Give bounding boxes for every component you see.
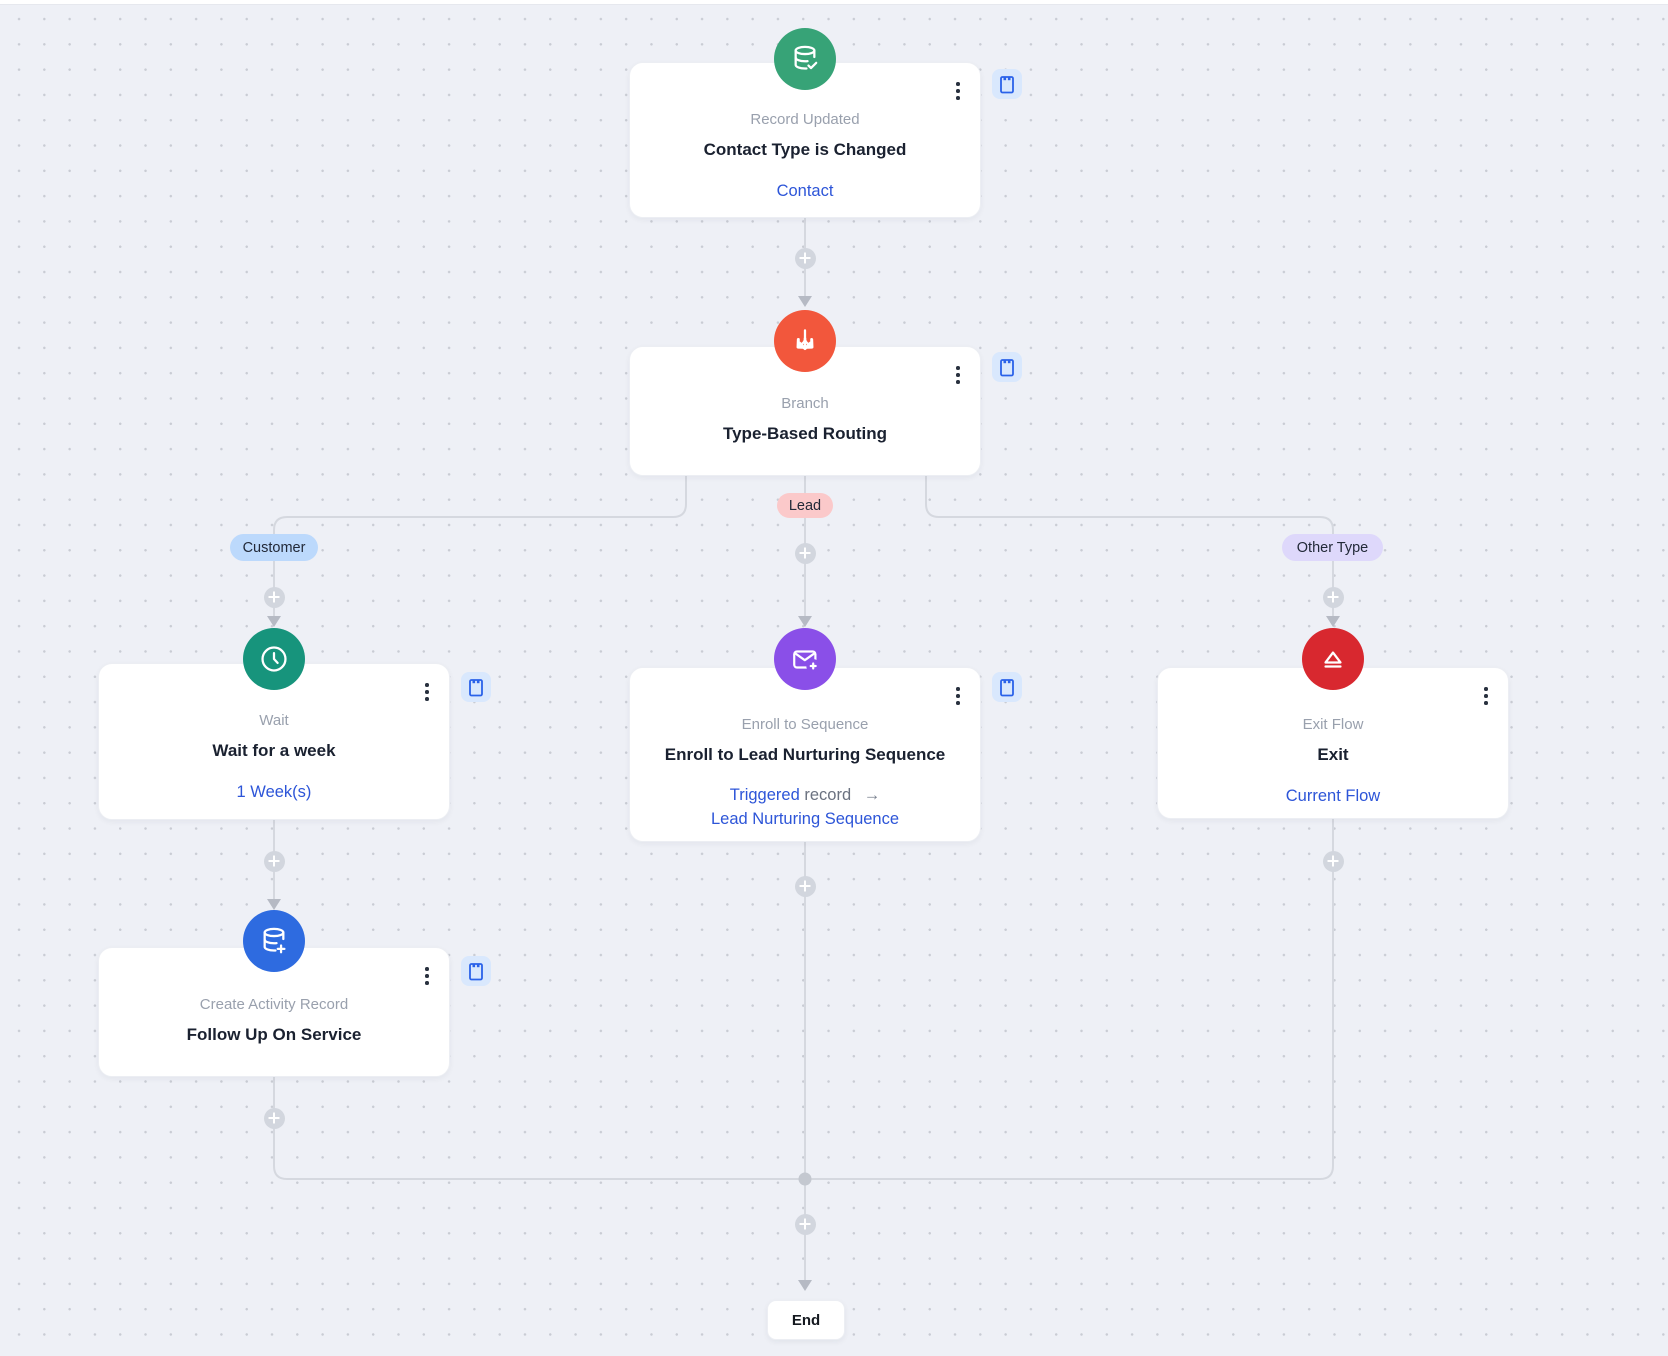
note-icon[interactable] bbox=[992, 69, 1022, 99]
edge-create-merge bbox=[273, 1075, 805, 1180]
arrowhead bbox=[267, 899, 281, 910]
node-type-label: Branch bbox=[781, 395, 829, 412]
node-type-label: Wait bbox=[259, 712, 289, 729]
note-icon[interactable] bbox=[461, 956, 491, 986]
node-title: Enroll to Lead Nurturing Sequence bbox=[664, 745, 946, 764]
mail-plus-icon bbox=[774, 628, 836, 690]
node-title: Follow Up On Service bbox=[186, 1025, 362, 1044]
sequence-link[interactable]: Lead Nurturing Sequence bbox=[710, 810, 900, 828]
exit-target-link[interactable]: Current Flow bbox=[1285, 787, 1381, 805]
node-type-label: Enroll to Sequence bbox=[741, 716, 869, 733]
note-icon[interactable] bbox=[461, 672, 491, 702]
add-step-button[interactable] bbox=[263, 1107, 285, 1129]
kebab-menu-icon[interactable] bbox=[422, 964, 432, 988]
enroll-node[interactable]: Enroll to Sequence Enroll to Lead Nurtur… bbox=[629, 667, 981, 842]
add-step-button[interactable] bbox=[1322, 850, 1344, 872]
kebab-menu-icon[interactable] bbox=[422, 680, 432, 704]
branch-label-other-type: Other Type bbox=[1282, 534, 1383, 561]
edge-branch-customer bbox=[273, 476, 687, 616]
record-word: record bbox=[804, 786, 852, 804]
eject-icon bbox=[1302, 628, 1364, 690]
clock-icon bbox=[243, 628, 305, 690]
record-type-link[interactable]: Contact bbox=[776, 182, 834, 200]
branch-label-lead: Lead bbox=[777, 493, 833, 518]
note-icon[interactable] bbox=[992, 352, 1022, 382]
kebab-menu-icon[interactable] bbox=[953, 79, 963, 103]
add-step-button[interactable] bbox=[263, 586, 285, 608]
merge-dot bbox=[798, 1172, 812, 1186]
database-plus-icon bbox=[243, 910, 305, 972]
node-title: Wait for a week bbox=[212, 741, 336, 760]
add-step-button[interactable] bbox=[794, 1213, 816, 1235]
kebab-menu-icon[interactable] bbox=[1481, 684, 1491, 708]
add-step-button[interactable] bbox=[794, 247, 816, 269]
node-type-label: Create Activity Record bbox=[199, 996, 349, 1013]
kebab-menu-icon[interactable] bbox=[953, 363, 963, 387]
note-icon[interactable] bbox=[992, 672, 1022, 702]
edge-branch-other bbox=[925, 476, 1334, 616]
node-title: Contact Type is Changed bbox=[703, 140, 907, 159]
node-title: Type-Based Routing bbox=[722, 424, 888, 443]
node-title: Exit bbox=[1317, 745, 1349, 764]
arrowhead bbox=[798, 1280, 812, 1291]
edge-exit-merge bbox=[805, 818, 1334, 1180]
end-node[interactable]: End bbox=[767, 1300, 845, 1340]
kebab-menu-icon[interactable] bbox=[953, 684, 963, 708]
arrowhead bbox=[267, 616, 281, 627]
exit-node[interactable]: Exit Flow Exit Current Flow bbox=[1157, 667, 1509, 819]
arrowhead bbox=[798, 296, 812, 307]
database-check-icon bbox=[774, 28, 836, 90]
arrow-right-glyph: → bbox=[863, 786, 881, 804]
node-type-label: Record Updated bbox=[750, 111, 860, 128]
enroll-source-row: Triggered record → bbox=[630, 783, 980, 807]
arrowhead bbox=[798, 616, 812, 627]
triggered-record-link[interactable]: Triggered bbox=[729, 786, 800, 804]
add-step-button[interactable] bbox=[794, 542, 816, 564]
top-window-strip bbox=[0, 0, 1668, 5]
branch-label-customer: Customer bbox=[230, 534, 318, 561]
node-type-label: Exit Flow bbox=[1302, 716, 1364, 733]
add-step-button[interactable] bbox=[794, 875, 816, 897]
add-step-button[interactable] bbox=[263, 850, 285, 872]
split-arrows-icon bbox=[774, 310, 836, 372]
add-step-button[interactable] bbox=[1322, 586, 1344, 608]
arrowhead bbox=[1326, 616, 1340, 627]
wait-duration-link[interactable]: 1 Week(s) bbox=[236, 783, 312, 801]
